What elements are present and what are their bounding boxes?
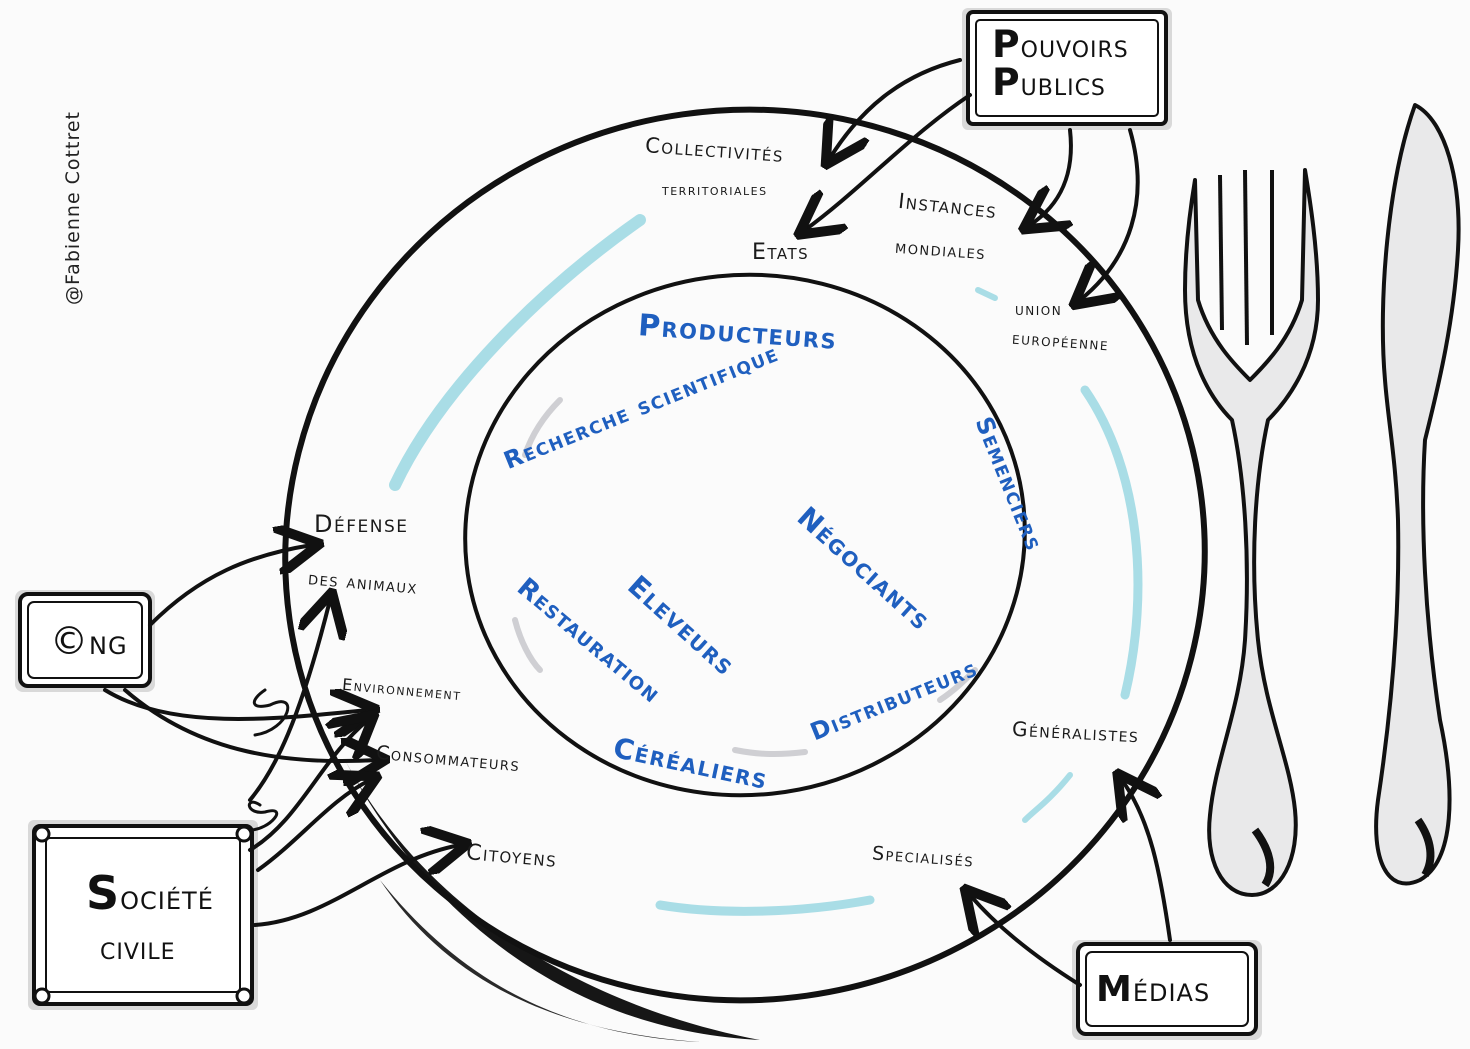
box-societe-civile	[28, 820, 258, 1010]
box-pouvoirs-publics	[962, 8, 1172, 130]
label-collectivites-2: territoriales	[662, 180, 768, 199]
author-signature: @Fabienne Cottret	[62, 111, 84, 305]
fork-icon	[1183, 168, 1320, 897]
label-generalistes: Généralistes	[1011, 716, 1141, 748]
ong-label: ©NG	[50, 619, 128, 663]
label-defense-1: Défense	[314, 510, 409, 538]
medias-label: MÉDIAS	[1096, 969, 1211, 1010]
box-medias	[1072, 940, 1262, 1040]
pouvoirs-publics-label: POUVOIRS PUBLICS	[992, 22, 1129, 104]
box-ong	[15, 590, 155, 692]
knife-icon	[1374, 103, 1461, 886]
label-union-1: union	[1015, 300, 1063, 320]
arrows	[103, 58, 1172, 987]
label-etats: Etats	[752, 240, 810, 265]
inner-shading	[512, 397, 978, 758]
plate-highlights	[389, 214, 1143, 916]
plate-inner-rim	[463, 272, 1027, 798]
plate-outer-rim	[282, 106, 1208, 1004]
societe-civile-label: SOCIÉTÉ CIVILE	[86, 866, 214, 965]
